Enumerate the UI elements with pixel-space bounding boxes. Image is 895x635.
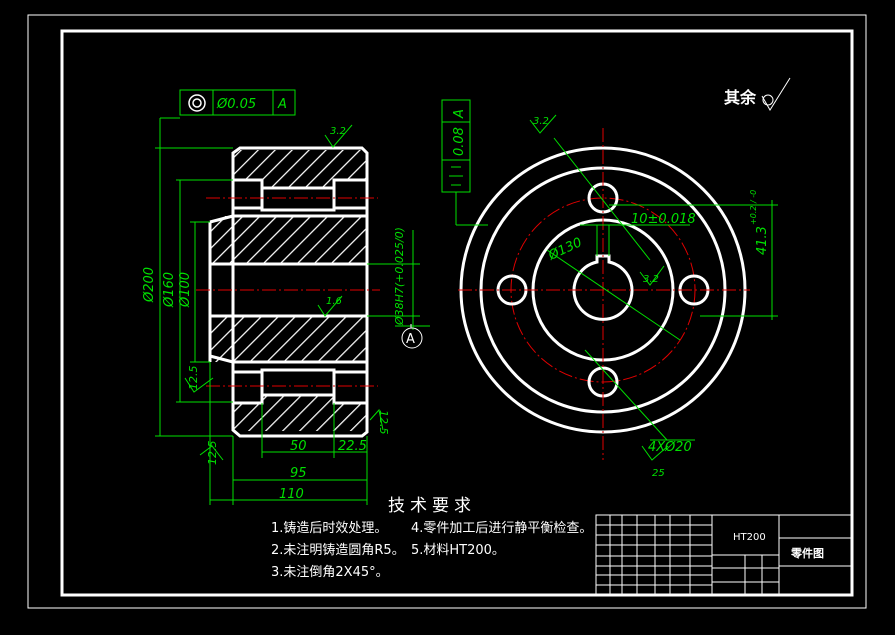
- rough-left-r3: 12.5: [377, 410, 390, 435]
- dim-pcd: Ø130: [545, 235, 584, 264]
- rough-right-top: 3.2: [533, 116, 549, 127]
- dim-key-depth-tol: +0.2 / -0: [749, 190, 758, 225]
- tech-item-1: 1.铸造后时效处理。: [271, 520, 387, 536]
- dim-w50: 50: [290, 439, 307, 454]
- inner-drawing-frame: [60, 29, 854, 597]
- tol-frame-left-datum: A: [277, 97, 287, 112]
- rough-left-bore: 1.6: [326, 296, 342, 307]
- tol-frame-right-value: 0.08: [452, 127, 467, 156]
- dim-w110: 110: [279, 487, 304, 502]
- rough-left-r2: 12.5: [206, 441, 219, 466]
- tol-frame-right-datum: A: [452, 109, 467, 119]
- roughness-note: 其余: [724, 88, 757, 107]
- dim-bore: Ø38H7(+0.025/0): [393, 227, 406, 326]
- dim-w225: 22.5: [338, 439, 367, 454]
- dim-key-width: 10±0.018: [631, 212, 696, 227]
- dim-key-depth: 41.3: [755, 226, 770, 255]
- tech-item-3: 3.未注倒角2X45°。: [271, 565, 389, 580]
- section-view: [196, 146, 380, 438]
- tech-item-4: 4.零件加工后进行静平衡检查。: [411, 521, 592, 536]
- rough-left-r1: 12.5: [187, 366, 200, 391]
- front-view: [458, 128, 750, 460]
- circularity-icon: [188, 94, 206, 112]
- title-material: HT200: [733, 532, 766, 543]
- tech-item-5: 5.材料HT200。: [411, 543, 505, 558]
- rough-right-holes: 25: [652, 468, 665, 479]
- left-dimensions: [155, 89, 430, 505]
- rough-right-key: 3.2: [643, 274, 659, 285]
- tol-frame-left-value: Ø0.05: [216, 97, 256, 112]
- rough-left-top: 3.2: [330, 126, 346, 137]
- tech-item-2: 2.未注明铸造圆角R5。: [271, 542, 405, 558]
- dim-d100: Ø100: [178, 272, 193, 308]
- dim-d200: Ø200: [142, 267, 157, 303]
- outer-sheet-border: [27, 14, 867, 609]
- dim-w95: 95: [290, 466, 307, 481]
- dim-holes: 4XØ20: [648, 440, 692, 455]
- title-block: [595, 514, 852, 595]
- right-dimensions: [441, 77, 791, 461]
- datum-label: A: [406, 332, 415, 347]
- title-drawing-name: 零件图: [790, 546, 824, 560]
- dim-d160: Ø160: [162, 272, 177, 308]
- tech-title: 技术要求: [388, 496, 476, 516]
